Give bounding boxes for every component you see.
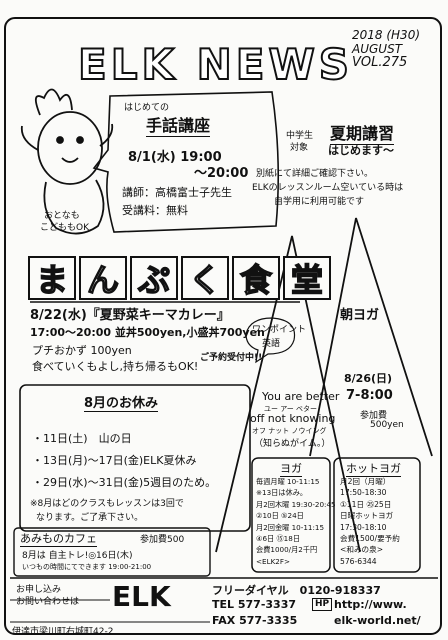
hot-yoga-line: 会費1500/要予約 (340, 534, 400, 544)
hot-yoga-line: 日曜ホットヨガ (340, 511, 394, 521)
morning-yoga-date: 8/26(日) (344, 372, 393, 385)
yoga-line: ②10日 ⑤24日 (256, 511, 304, 521)
summer-target-2: 対象 (290, 143, 309, 153)
website-url-1[interactable]: http://www. (334, 598, 407, 611)
hot-yoga-line: 17:50-18:30 (340, 488, 387, 498)
hp-label: HP (312, 598, 333, 611)
yoga-schedule: 毎週月曜 10-11:15 ※13日は休み。 月2回木曜 19:30-20:45… (256, 476, 336, 567)
cafeteria-side: プチおかず 100yen (32, 344, 132, 357)
mountain-right (309, 217, 433, 457)
yoga-line: 月2回金曜 10-11:15 (256, 522, 325, 532)
banner-char: 堂 (283, 256, 331, 300)
hot-yoga-line: 月2回（月曜） (340, 477, 391, 486)
yoga-line: <ELK2F> (256, 556, 291, 566)
english-phrase-2: off not knowing (250, 412, 336, 425)
issue-month: AUGUST (352, 42, 403, 56)
website-url-2[interactable]: elk-world.net/ (334, 614, 421, 627)
english-label-2: 英語 (262, 339, 281, 349)
issue-year: 2018 (H30) (352, 28, 421, 42)
english-reading-1: ユー アー ベター (264, 405, 318, 413)
holiday-box (19, 384, 251, 532)
yoga-line: 月2回木曜 19:30-20:45 (256, 499, 336, 509)
english-reading-2: オフ ナット ノウイング (252, 427, 327, 435)
summer-target-1: 中学生 (286, 131, 314, 141)
banner-char: ま (28, 256, 76, 300)
yoga-line: ④6日 ⑮18日 (256, 534, 301, 544)
hot-yoga-schedule: 月2回（月曜） 17:50-18:30 ①11日 ㉕25日 日曜ホットヨガ 17… (340, 476, 400, 567)
issue-info: 2018 (H30) AUGUST VOL.275 (352, 28, 420, 70)
summer-course-subtitle: はじめます〜 (328, 144, 394, 157)
sign-course-bubble (92, 91, 280, 233)
sign-course-fee: 受講料：無料 (122, 204, 188, 217)
hot-yoga-box (333, 457, 421, 573)
sign-course-intro: はじめての (124, 103, 170, 113)
summer-course-title: 夏期講習 (330, 120, 395, 145)
summer-note-2: ELKのレッスンルーム空いている時は (252, 183, 404, 193)
cafeteria-banner: ま ん ぷ く 食 堂 (28, 256, 331, 300)
hot-yoga-title: ホットヨガ (346, 462, 401, 477)
cafeteria-date-menu: 8/22(水)『夏野菜キーマカレー』 (30, 308, 230, 323)
english-meaning: （知らぬがイム。） (254, 439, 331, 449)
hot-yoga-line: 576-6344 (340, 556, 377, 566)
knit-cafe-line-1: 8月は 自主トレ!◎16日(木) (22, 551, 133, 561)
contact-label-1: お申し込み (16, 585, 62, 595)
summer-note-3: 自学用に利用可能です (274, 197, 365, 207)
holiday-item: ・11日(土) 山の日 (32, 432, 132, 445)
english-phrase-1: You are better (262, 390, 340, 403)
sign-course-end: 〜20:00 (194, 166, 249, 181)
newsletter-title: ELK NEWS (77, 39, 354, 90)
yoga-title: ヨガ (280, 462, 302, 477)
banner-char: 食 (232, 256, 280, 300)
yoga-box (251, 457, 331, 573)
knit-cafe-box (13, 527, 211, 577)
fax-number: FAX 577-3335 (212, 614, 298, 627)
cafeteria-time-price: 17:00〜20:00 並丼500yen,小盛丼700yen (30, 326, 265, 339)
cafeteria-reserve: ご予約受付中!! (200, 353, 263, 363)
elk-logo: ELK (112, 580, 171, 613)
contact-label-2: お問い合わせは (16, 597, 80, 607)
knit-cafe-line-2: いつもの時間にてできます 19:00-21:00 (22, 563, 152, 571)
holiday-item: ・13日(月)〜17日(金)ELK夏休み (32, 454, 197, 467)
yoga-line: 毎週月曜 10-11:15 (256, 477, 320, 486)
banner-char: ん (79, 256, 127, 300)
holiday-item: ・29日(水)〜31日(金)5週目のため。 (32, 476, 217, 489)
kids-note-1: おとなも (44, 211, 80, 221)
english-label-1: ワンポイント (252, 325, 307, 335)
knit-cafe-title: あみものカフェ (20, 532, 97, 547)
kids-note-2: こどももOK (40, 223, 89, 233)
address: 伊達市梁川町右城町42-2 (12, 627, 114, 637)
hot-yoga-line: 17:30-18:10 (340, 522, 387, 532)
sign-course-teacher: 講師：高橋富士子先生 (122, 186, 232, 199)
character-doodle (20, 88, 114, 235)
morning-yoga-fee-1: 参加費 (360, 411, 388, 421)
yoga-line: ※13日は休み。 (256, 488, 308, 498)
holiday-note-2: なります。ご了承下さい。 (36, 513, 144, 523)
sign-course-title: 手話講座 (146, 112, 211, 137)
holiday-note-1: ※8月はどのクラスもレッスンは3回で (30, 499, 184, 509)
mountain-left (215, 235, 361, 553)
hot-yoga-line: ①11日 ㉕25日 (340, 499, 392, 509)
english-bubble (245, 317, 296, 364)
banner-char: く (181, 256, 229, 300)
yoga-line: 会費1000/月2千円 (256, 545, 318, 555)
free-dial: フリーダイヤル 0120-918337 (212, 584, 381, 597)
morning-yoga-time: 7-8:00 (346, 388, 393, 403)
cafeteria-takeout: 食べていくもよし,持ち帰るもOK! (32, 360, 199, 373)
holiday-title: 8月のお休み (84, 392, 159, 412)
issue-volume: VOL.275 (352, 55, 408, 70)
summer-note-1: 別紙にて詳細ご確認下さい。 (256, 169, 374, 179)
morning-yoga-title: 朝ヨガ (340, 308, 380, 323)
banner-char: ぷ (130, 256, 178, 300)
tel-number: TEL 577-3337 (212, 598, 296, 611)
sign-course-date: 8/1(水) 19:00 (128, 150, 222, 165)
morning-yoga-fee-2: 500yen (370, 420, 404, 430)
knit-cafe-fee: 参加費500 (140, 535, 185, 545)
hot-yoga-line: <和みの泉> (340, 545, 384, 555)
